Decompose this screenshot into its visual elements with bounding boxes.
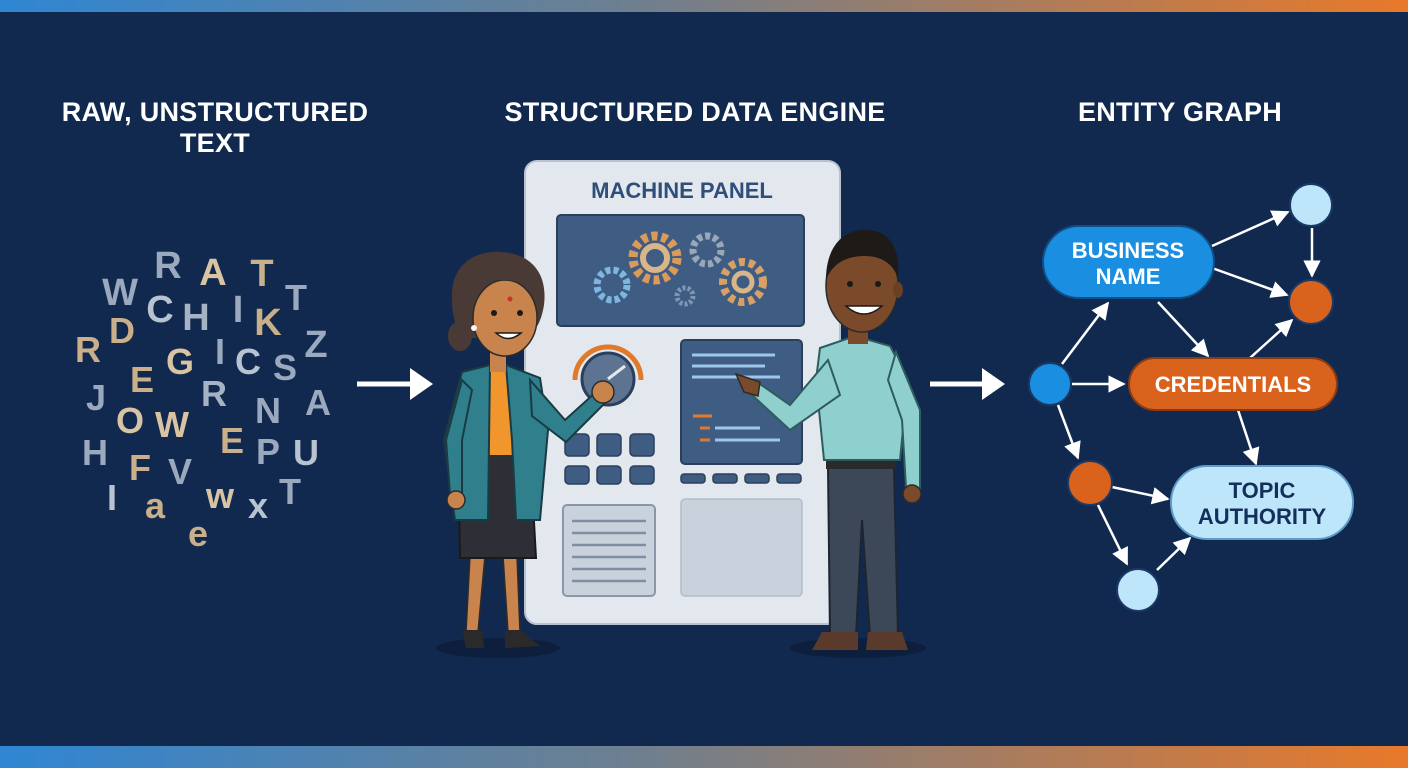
engine-heading: STRUCTURED DATA ENGINE xyxy=(504,97,886,127)
graph-node-blue xyxy=(1028,362,1072,406)
letter-5: H xyxy=(182,297,209,339)
graph-node-light xyxy=(1289,183,1333,227)
raw-text-heading-line1: RAW, UNSTRUCTURED xyxy=(61,97,369,127)
letter-24: P xyxy=(256,431,280,472)
topic-authority-line2: AUTHORITY xyxy=(1198,504,1327,529)
node-credentials: CREDENTIALS xyxy=(1128,357,1338,411)
gear-screen xyxy=(556,214,805,327)
letter-30: a xyxy=(145,485,166,526)
credentials-label: CREDENTIALS xyxy=(1155,372,1311,397)
woman-figure xyxy=(436,251,615,658)
letter-25: H xyxy=(82,432,108,473)
letter-17: J xyxy=(86,377,106,418)
letter-9: D xyxy=(109,310,135,351)
letter-4: C xyxy=(146,289,173,331)
bottom-gradient-bar xyxy=(0,746,1408,768)
graph-node-orange xyxy=(1288,279,1334,325)
entity-graph: BUSINESS NAME CREDENTIALS TOPIC AUTHORIT… xyxy=(1028,183,1354,612)
letter-33: T xyxy=(279,471,301,512)
letter-16: Z xyxy=(304,324,327,366)
letter-1: A xyxy=(199,252,226,294)
letter-31: w xyxy=(205,475,235,516)
graph-node-light xyxy=(1116,568,1160,612)
letter-3: W xyxy=(102,272,138,314)
man-figure xyxy=(734,229,926,658)
letter-32: x xyxy=(248,485,268,526)
business-name-line1: BUSINESS xyxy=(1072,238,1184,263)
letter-19: W xyxy=(155,404,189,445)
gear-icon xyxy=(674,285,696,307)
gear-icon xyxy=(593,266,631,304)
letter-21: N xyxy=(255,390,281,431)
letter-0: R xyxy=(154,245,181,287)
arrow-right-icon xyxy=(930,368,1005,400)
top-gradient-bar xyxy=(0,0,1408,12)
graph-node-orange xyxy=(1067,460,1113,506)
letter-7: K xyxy=(254,302,282,344)
letter-23: E xyxy=(220,420,244,461)
letter-27: V xyxy=(168,451,192,492)
letter-28: U xyxy=(293,432,319,473)
node-business-name: BUSINESS NAME xyxy=(1042,225,1215,299)
machine-panel: MACHINE PANEL xyxy=(524,160,841,625)
control-buttons xyxy=(564,433,802,485)
panel-title: MACHINE PANEL xyxy=(591,178,773,203)
letter-26: F xyxy=(129,447,151,488)
letter-34: e xyxy=(188,513,208,554)
gear-icon xyxy=(689,232,725,268)
letter-6: I xyxy=(233,289,244,331)
raw-text-heading: RAW, UNSTRUCTURED TEXT xyxy=(40,97,390,159)
raw-text-heading-line2: TEXT xyxy=(179,128,251,158)
letter-14: C xyxy=(235,341,261,382)
node-topic-authority: TOPIC AUTHORITY xyxy=(1170,465,1354,540)
letter-29: I xyxy=(107,477,117,518)
letter-12: G xyxy=(166,341,194,382)
gear-icon xyxy=(628,231,682,285)
letter-22: A xyxy=(305,382,331,423)
gear-icon xyxy=(719,258,767,306)
letter-18: O xyxy=(116,400,144,441)
business-name-line2: NAME xyxy=(1096,264,1161,289)
letter-2: T xyxy=(250,253,273,295)
arrow-right-icon xyxy=(357,368,433,400)
letter-15: S xyxy=(273,347,297,388)
letter-13: I xyxy=(215,331,225,372)
topic-authority-line1: TOPIC xyxy=(1229,478,1296,503)
letter-8: T xyxy=(285,277,307,318)
letter-20: R xyxy=(201,373,227,414)
letter-10: R xyxy=(75,329,101,370)
graph-heading: ENTITY GRAPH xyxy=(1077,97,1283,127)
letter-11: E xyxy=(130,359,154,400)
